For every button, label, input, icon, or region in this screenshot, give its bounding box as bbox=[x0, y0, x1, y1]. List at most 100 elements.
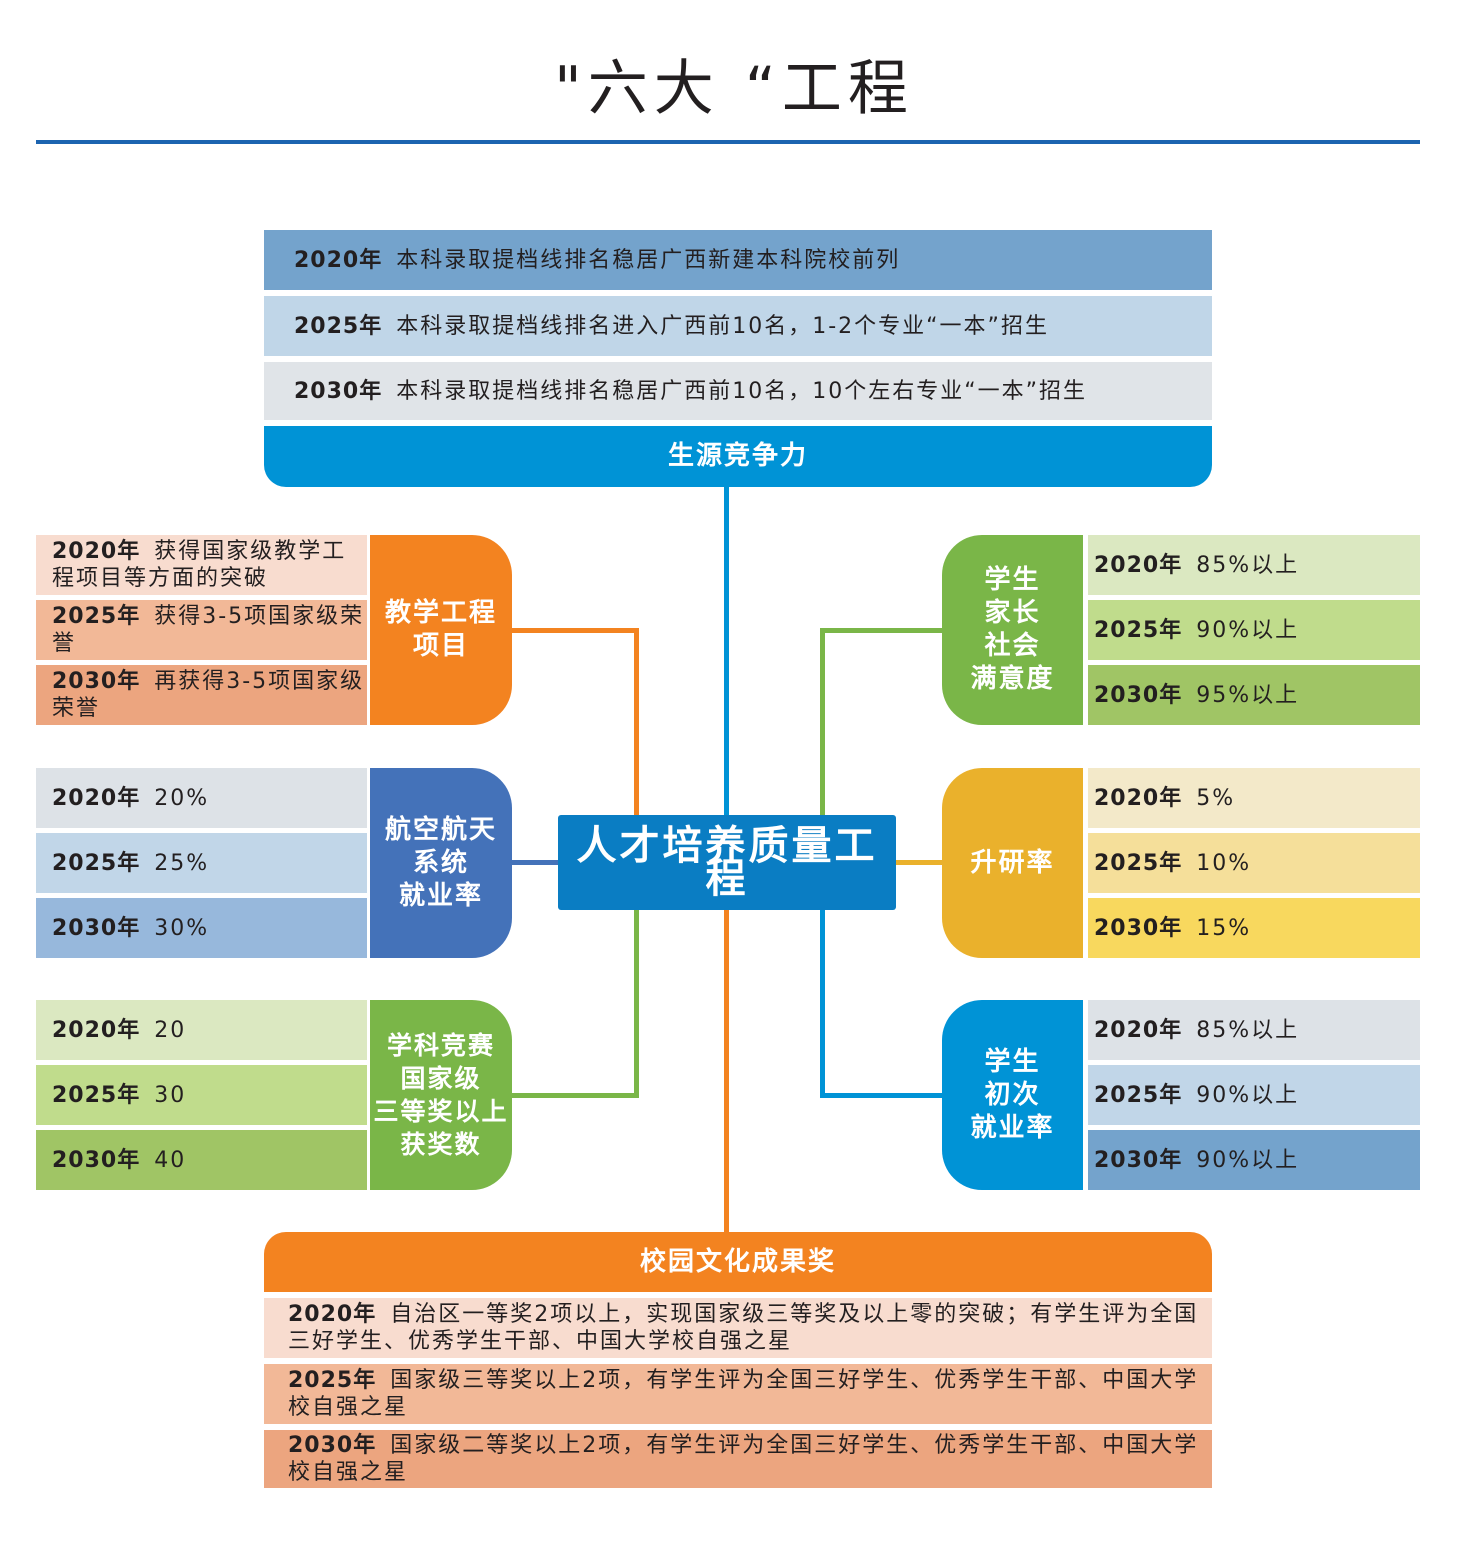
target-text: 40 bbox=[154, 1147, 187, 1173]
row-content: 2025年获得3-5项国家级荣誉 bbox=[52, 603, 367, 657]
year-label: 2030年 bbox=[52, 669, 141, 694]
target-text: 再获得3-5项国家级荣誉 bbox=[52, 669, 365, 721]
row-content: 2030年再获得3-5项国家级荣誉 bbox=[52, 668, 367, 722]
year-label: 2030年 bbox=[1094, 915, 1183, 941]
left-category-hub: 教学工程 项目 bbox=[370, 535, 512, 725]
bottom-target-row: 2020年自治区一等奖2项以上，实现国家级三等奖及以上零的突破；有学生评为全国三… bbox=[264, 1298, 1212, 1358]
center-hub: 人才培养质量工程 bbox=[558, 815, 896, 910]
target-text: 本科录取提档线排名稳居广西新建本科院校前列 bbox=[396, 247, 901, 273]
row-content: 2030年 95%以上 bbox=[1094, 682, 1299, 709]
bottom-category-banner: 校园文化成果奖 bbox=[264, 1232, 1212, 1292]
top-target-row: 2020年本科录取提档线排名稳居广西新建本科院校前列 bbox=[264, 230, 1212, 290]
row-content: 2025年 10% bbox=[1094, 850, 1251, 877]
target-text: 95%以上 bbox=[1196, 682, 1300, 708]
left-target-row: 2020年获得国家级教学工程项目等方面的突破 bbox=[36, 535, 367, 595]
left-target-row: 2030年再获得3-5项国家级荣誉 bbox=[36, 665, 367, 725]
right-target-row: 2025年 10% bbox=[1088, 833, 1420, 893]
year-label: 2030年 bbox=[1094, 1147, 1183, 1173]
target-text: 15% bbox=[1196, 915, 1252, 941]
right-target-row: 2030年 90%以上 bbox=[1088, 1130, 1420, 1190]
row-content: 2025年本科录取提档线排名进入广西前10名，1-2个专业“一本”招生 bbox=[294, 313, 1049, 340]
top-target-row: 2025年本科录取提档线排名进入广西前10名，1-2个专业“一本”招生 bbox=[264, 296, 1212, 356]
year-label: 2030年 bbox=[1094, 682, 1183, 708]
left-category-hub: 学科竞赛 国家级 三等奖以上 获奖数 bbox=[370, 1000, 512, 1190]
target-text: 90%以上 bbox=[1196, 617, 1300, 643]
bottom-target-row: 2030年国家级二等奖以上2项，有学生评为全国三好学生、优秀学生干部、中国大学校… bbox=[264, 1430, 1212, 1488]
target-text: 30 bbox=[154, 1082, 187, 1108]
top-category-banner: 生源竞争力 bbox=[264, 426, 1212, 487]
right-category-hub: 学生 初次 就业率 bbox=[942, 1000, 1083, 1190]
right-category-hub: 升研率 bbox=[942, 768, 1083, 958]
top-target-row: 2030年本科录取提档线排名稳居广西前10名，10个左右专业“一本”招生 bbox=[264, 362, 1212, 420]
target-text: 本科录取提档线排名稳居广西前10名，10个左右专业“一本”招生 bbox=[396, 378, 1088, 404]
year-label: 2020年 bbox=[1094, 1017, 1183, 1043]
row-content: 2020年本科录取提档线排名稳居广西新建本科院校前列 bbox=[294, 247, 900, 274]
left-target-row: 2025年 25% bbox=[36, 833, 367, 893]
target-text: 自治区一等奖2项以上，实现国家级三等奖及以上零的突破；有学生评为全国三好学生、优… bbox=[288, 1302, 1199, 1354]
left-target-row: 2030年 40 bbox=[36, 1130, 367, 1190]
connector-right-3 bbox=[820, 908, 944, 1098]
year-label: 2030年 bbox=[288, 1433, 377, 1458]
connector-right-2 bbox=[894, 860, 944, 865]
connector-left-3 bbox=[510, 908, 639, 1098]
year-label: 2030年 bbox=[52, 915, 141, 941]
year-label: 2020年 bbox=[294, 247, 383, 273]
target-text: 5% bbox=[1196, 785, 1236, 811]
row-content: 2030年 40 bbox=[52, 1147, 367, 1174]
row-content: 2030年 15% bbox=[1094, 915, 1251, 942]
target-text: 本科录取提档线排名进入广西前10名，1-2个专业“一本”招生 bbox=[396, 313, 1049, 339]
connector-left-1 bbox=[510, 628, 639, 816]
year-label: 2020年 bbox=[1094, 552, 1183, 578]
right-target-row: 2020年 85%以上 bbox=[1088, 1000, 1420, 1060]
row-content: 2030年本科录取提档线排名稳居广西前10名，10个左右专业“一本”招生 bbox=[294, 378, 1087, 405]
year-label: 2025年 bbox=[288, 1368, 377, 1393]
target-text: 30% bbox=[154, 915, 210, 941]
left-target-row: 2025年 30 bbox=[36, 1065, 367, 1125]
year-label: 2025年 bbox=[52, 604, 141, 629]
year-label: 2020年 bbox=[288, 1302, 377, 1327]
target-text: 10% bbox=[1196, 850, 1252, 876]
year-label: 2025年 bbox=[1094, 850, 1183, 876]
target-text: 获得3-5项国家级荣誉 bbox=[52, 604, 365, 656]
year-label: 2020年 bbox=[52, 1017, 141, 1043]
left-target-row: 2025年获得3-5项国家级荣誉 bbox=[36, 600, 367, 660]
year-label: 2025年 bbox=[52, 850, 141, 876]
year-label: 2020年 bbox=[52, 785, 141, 811]
connector-right-1 bbox=[820, 628, 944, 816]
target-text: 85%以上 bbox=[1196, 1017, 1300, 1043]
target-text: 获得国家级教学工程项目等方面的突破 bbox=[52, 539, 347, 591]
right-target-row: 2030年 15% bbox=[1088, 898, 1420, 958]
right-target-row: 2025年 90%以上 bbox=[1088, 1065, 1420, 1125]
bottom-target-row: 2025年国家级三等奖以上2项，有学生评为全国三好学生、优秀学生干部、中国大学校… bbox=[264, 1364, 1212, 1424]
right-target-row: 2030年 95%以上 bbox=[1088, 665, 1420, 725]
year-label: 2025年 bbox=[1094, 1082, 1183, 1108]
row-content: 2030年 30% bbox=[52, 915, 367, 942]
year-label: 2020年 bbox=[52, 539, 141, 564]
year-label: 2025年 bbox=[52, 1082, 141, 1108]
year-label: 2030年 bbox=[294, 378, 383, 404]
year-label: 2020年 bbox=[1094, 785, 1183, 811]
row-content: 2020年 5% bbox=[1094, 785, 1235, 812]
year-label: 2025年 bbox=[294, 313, 383, 339]
row-content: 2030年 90%以上 bbox=[1094, 1147, 1299, 1174]
title-divider bbox=[36, 140, 1420, 144]
row-content: 2025年 30 bbox=[52, 1082, 367, 1109]
connector-top bbox=[724, 486, 729, 818]
row-content: 2025年 90%以上 bbox=[1094, 1082, 1299, 1109]
target-text: 国家级二等奖以上2项，有学生评为全国三好学生、优秀学生干部、中国大学校自强之星 bbox=[288, 1433, 1199, 1485]
row-content: 2025年国家级三等奖以上2项，有学生评为全国三好学生、优秀学生干部、中国大学校… bbox=[288, 1367, 1208, 1421]
target-text: 90%以上 bbox=[1196, 1147, 1300, 1173]
year-label: 2030年 bbox=[52, 1147, 141, 1173]
target-text: 25% bbox=[154, 850, 210, 876]
right-target-row: 2020年 5% bbox=[1088, 768, 1420, 828]
row-content: 2020年自治区一等奖2项以上，实现国家级三等奖及以上零的突破；有学生评为全国三… bbox=[288, 1301, 1208, 1355]
target-text: 90%以上 bbox=[1196, 1082, 1300, 1108]
target-text: 85%以上 bbox=[1196, 552, 1300, 578]
connector-bottom bbox=[724, 908, 729, 1234]
